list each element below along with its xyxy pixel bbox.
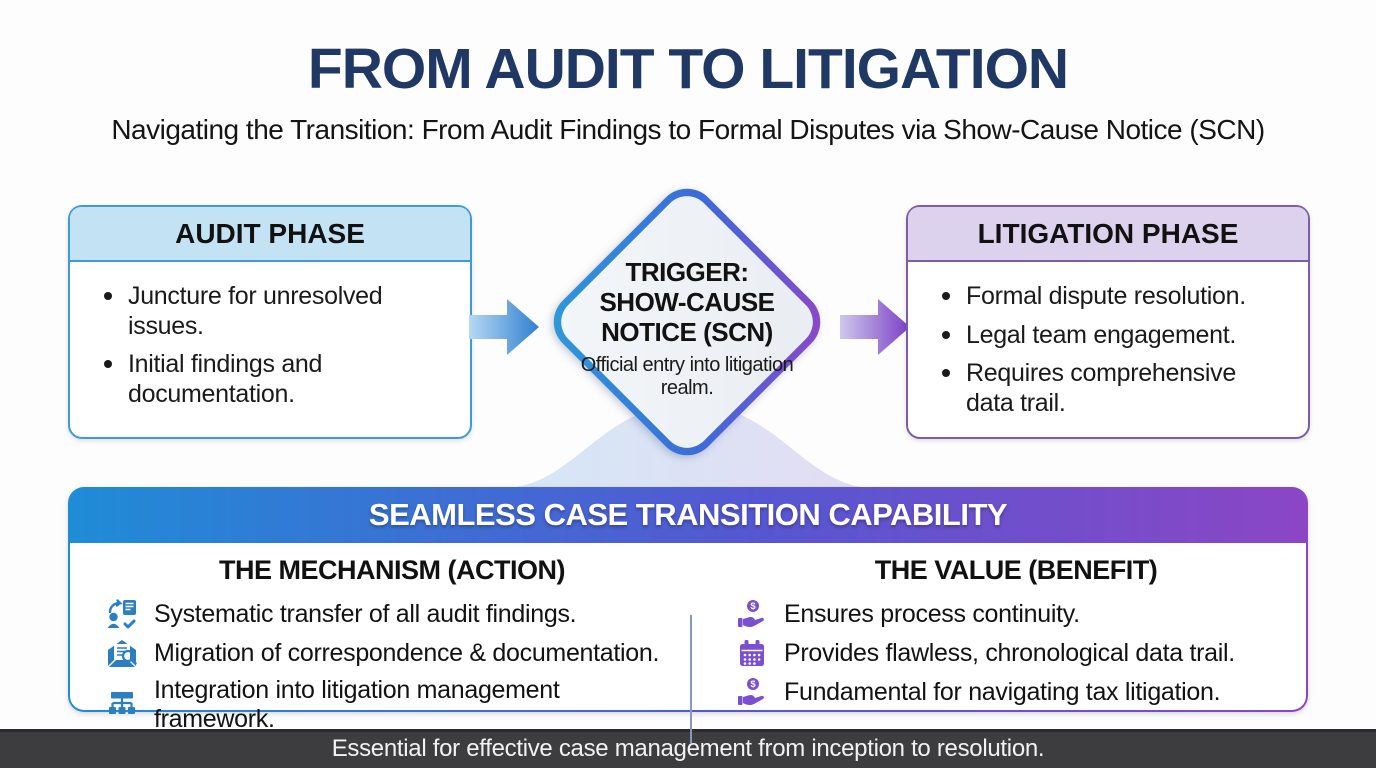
litigation-phase-box: LITIGATION PHASE Formal dispute resoluti… [906,205,1310,439]
mechanism-item-text: Migration of correspondence & documentat… [154,638,660,667]
svg-text:$: $ [750,679,756,690]
person-transfer-icon [107,599,136,629]
trigger-line1: TRIGGER: [625,257,749,287]
calendar-icon [740,640,764,666]
hand-coin-icon: $ [738,678,764,706]
transition-panel: SEAMLESS CASE TRANSITION CAPABILITY THE … [68,487,1308,743]
bullet-dot [104,360,112,368]
bullet-text: Legal team engagement. [966,320,1236,349]
trigger-line3: NOTICE (SCN) [601,317,773,348]
bullet-text: Initial findings and documentation. [128,350,323,408]
svg-text:$: $ [750,601,756,612]
list-item: Systematic transfer of all audit finding… [106,598,678,630]
transition-panel-body: THE MECHANISM (ACTION) Systematic transf… [70,543,1306,743]
mechanism-column: THE MECHANISM (ACTION) Systematic transf… [70,543,688,733]
value-item-text: Provides flawless, chronological data tr… [784,638,1235,667]
list-item: Migration of correspondence & documentat… [106,637,678,669]
litigation-phase-body: Formal dispute resolution. Legal team en… [908,262,1308,418]
list-item: Provides flawless, chronological data tr… [736,637,1296,669]
flow-arrow-left-icon [469,299,539,355]
bullet-dot [104,292,112,300]
audit-phase-title: AUDIT PHASE [70,207,470,262]
bullet-dot [942,330,950,339]
list-item: Initial findings and documentation. [104,350,452,409]
list-item: Integration into litigation management f… [106,676,678,734]
value-item-text: Fundamental for navigating tax litigatio… [784,677,1221,706]
bullet-dot [942,292,950,300]
sitemap-icon [109,692,135,714]
list-item: Formal dispute resolution. [942,282,1290,312]
page-subtitle: Navigating the Transition: From Audit Fi… [111,114,1265,145]
transition-panel-title: SEAMLESS CASE TRANSITION CAPABILITY [368,497,1008,532]
hand-coin-icon: $ [738,600,764,628]
mechanism-item-text: Integration into litigation management f… [154,676,560,733]
mail-search-icon [107,640,137,668]
list-item: Legal team engagement. [942,321,1290,351]
list-item: $ Fundamental for navigating tax litigat… [736,676,1296,708]
value-title: THE VALUE (BENEFIT) [874,555,1158,585]
list-item: $ Ensures process continuity. [736,598,1296,630]
trigger-subtext: Official entry into litigation realm. [580,354,794,400]
trigger-diamond-text: TRIGGER: SHOW-CAUSE NOTICE (SCN) Officia… [557,257,817,400]
bullet-text: Formal dispute resolution. [966,282,1246,310]
mechanism-title: THE MECHANISM (ACTION) [219,555,565,585]
litigation-phase-title: LITIGATION PHASE [908,207,1308,262]
mechanism-item-text: Systematic transfer of all audit finding… [154,599,577,628]
value-column: THE VALUE (BENEFIT) $ Ensures process co… [688,543,1306,710]
list-item: Requires comprehensive data trail. [942,359,1290,418]
list-item: Juncture for unresolved issues. [104,282,452,341]
bullet-dot [942,369,950,377]
flow-arrow-right-icon [840,299,910,355]
bullet-text: Juncture for unresolved issues. [128,282,383,340]
trigger-line2: SHOW-CAUSE [599,287,775,318]
audit-phase-body: Juncture for unresolved issues. Initial … [70,262,470,409]
footer-text: Essential for effective case management … [331,735,1045,762]
page-title: FROM AUDIT TO LITIGATION [307,37,1069,101]
value-item-text: Ensures process continuity. [784,599,1080,628]
bullet-text: Requires comprehensive data trail. [966,359,1236,417]
audit-phase-box: AUDIT PHASE Juncture for unresolved issu… [68,205,472,439]
column-divider [690,615,692,743]
footer-bar: Essential for effective case management … [0,729,1376,768]
